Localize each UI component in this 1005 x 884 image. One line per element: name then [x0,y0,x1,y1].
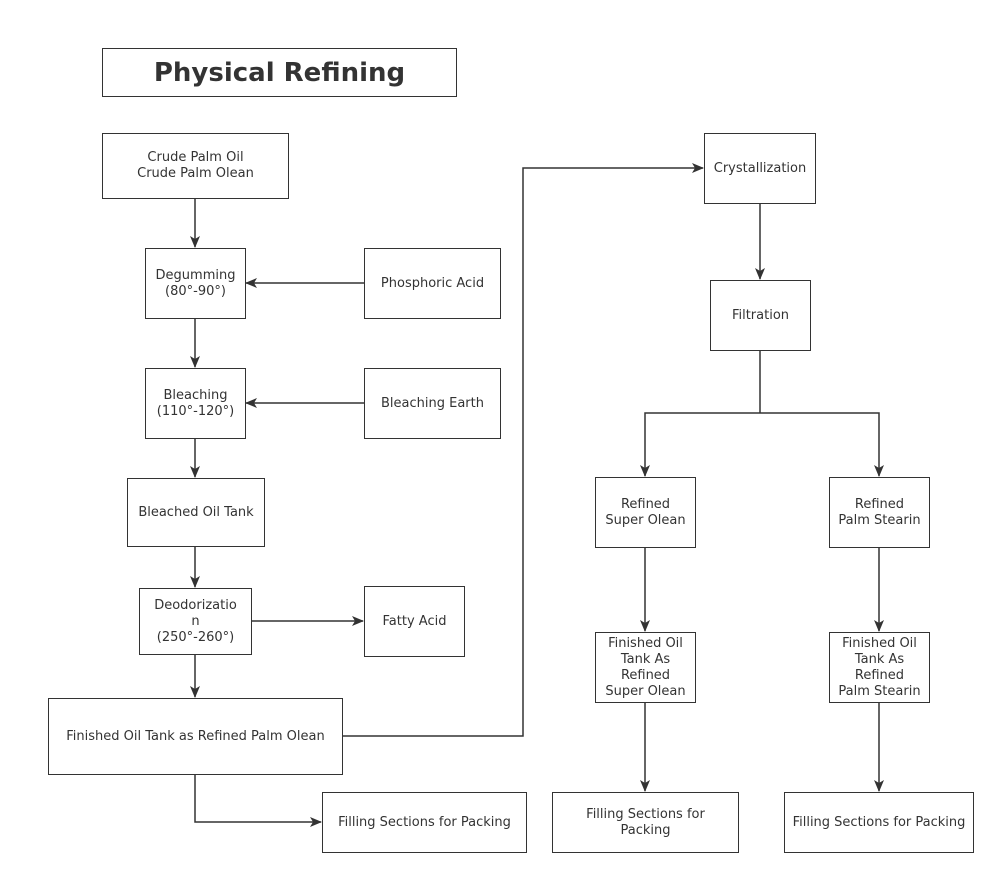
arrow-split-to-super-olean [640,412,760,477]
node-finished-tank-super-olean: Finished Oil Tank As Refined Super Olean [595,632,696,703]
node-filling-middle: Filling Sections for Packing [552,792,739,853]
node-filling-right: Filling Sections for Packing [784,792,974,853]
node-fatty-acid: Fatty Acid [364,586,465,657]
node-filtration: Filtration [710,280,811,351]
node-bleaching: Bleaching (110°-120°) [145,368,246,439]
arrow-finished-to-crystallization [342,163,704,737]
node-crude-oil: Crude Palm Oil Crude Palm Olean [102,133,289,199]
node-filling-left: Filling Sections for Packing [322,792,527,853]
node-degumming: Degumming (80°-90°) [145,248,246,319]
node-bleaching-earth: Bleaching Earth [364,368,501,439]
node-finished-tank-olean: Finished Oil Tank as Refined Palm Olean [48,698,343,775]
node-bleached-oil-tank: Bleached Oil Tank [127,478,265,547]
node-refined-super-olean: Refined Super Olean [595,477,696,548]
arrow-finished-to-filling [194,774,322,827]
diagram-title: Physical Refining [102,48,457,97]
node-deodorization: Deodorizatio n (250°-260°) [139,588,252,655]
node-finished-tank-stearin: Finished Oil Tank As Refined Palm Steari… [829,632,930,703]
node-phosphoric-acid: Phosphoric Acid [364,248,501,319]
node-crystallization: Crystallization [704,133,816,204]
arrow-split-to-stearin [760,412,884,477]
node-refined-palm-stearin: Refined Palm Stearin [829,477,930,548]
